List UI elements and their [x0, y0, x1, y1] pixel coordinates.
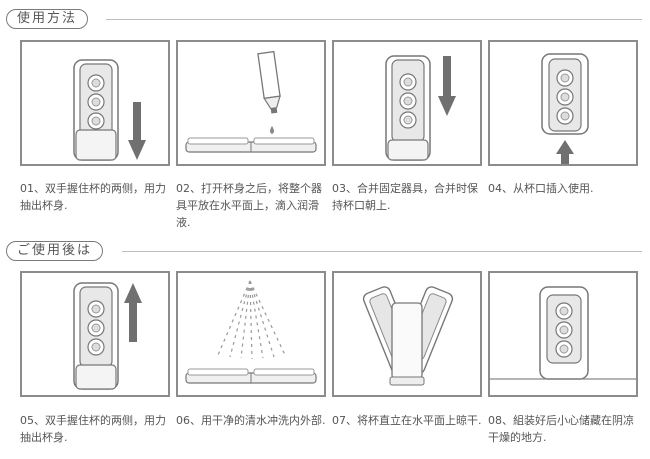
- section-divider: [106, 19, 642, 20]
- step-caption-03: 03、合并固定器具，合并时保持杯口朝上.: [332, 182, 478, 212]
- step-caption-04: 04、从杯口插入使用.: [488, 182, 594, 195]
- step-panel-01: [20, 40, 170, 166]
- pull-down-illustration: [73, 59, 146, 161]
- step-panel-03: [332, 40, 482, 166]
- lube-illustration: [185, 50, 317, 153]
- step-panel-06: [176, 271, 326, 397]
- insert-illustration: [541, 53, 589, 164]
- arrow-down-icon: [128, 102, 146, 160]
- section-title-usage: 使用方法: [6, 9, 89, 29]
- step-caption-05: 05、双手握住杯的两侧，用力抽出杯身.: [20, 414, 166, 444]
- step-caption-06: 06、用干净的清水冲洗内外部.: [176, 414, 326, 427]
- pull-up-illustration: [73, 282, 142, 390]
- arrow-up-icon: [124, 283, 142, 342]
- dry-illustration: [362, 286, 454, 386]
- step-caption-01: 01、双手握住杯的两侧，用力抽出杯身.: [20, 182, 166, 212]
- step-panel-05: [20, 271, 170, 397]
- rinse-illustration: [185, 280, 317, 384]
- step-panel-08: [488, 271, 638, 397]
- step-caption-08: 08、組装好后小心储藏在阴凉干燥的地方.: [488, 414, 634, 444]
- step-panel-02: [176, 40, 326, 166]
- arrow-down-icon: [438, 56, 456, 116]
- step-panel-04: [488, 40, 638, 166]
- section-divider: [122, 251, 642, 252]
- step-caption-07: 07、将杯直立在水平面上晾干.: [332, 414, 482, 427]
- store-illustration: [490, 286, 636, 380]
- section-title-after-use: ご使用後は: [6, 241, 104, 261]
- arrow-up-icon: [556, 140, 574, 164]
- step-panel-07: [332, 271, 482, 397]
- step-caption-02: 02、打开杯身之后，将整个器具平放在水平面上，滴入润滑液.: [176, 182, 322, 229]
- push-down-illustration: [385, 55, 456, 161]
